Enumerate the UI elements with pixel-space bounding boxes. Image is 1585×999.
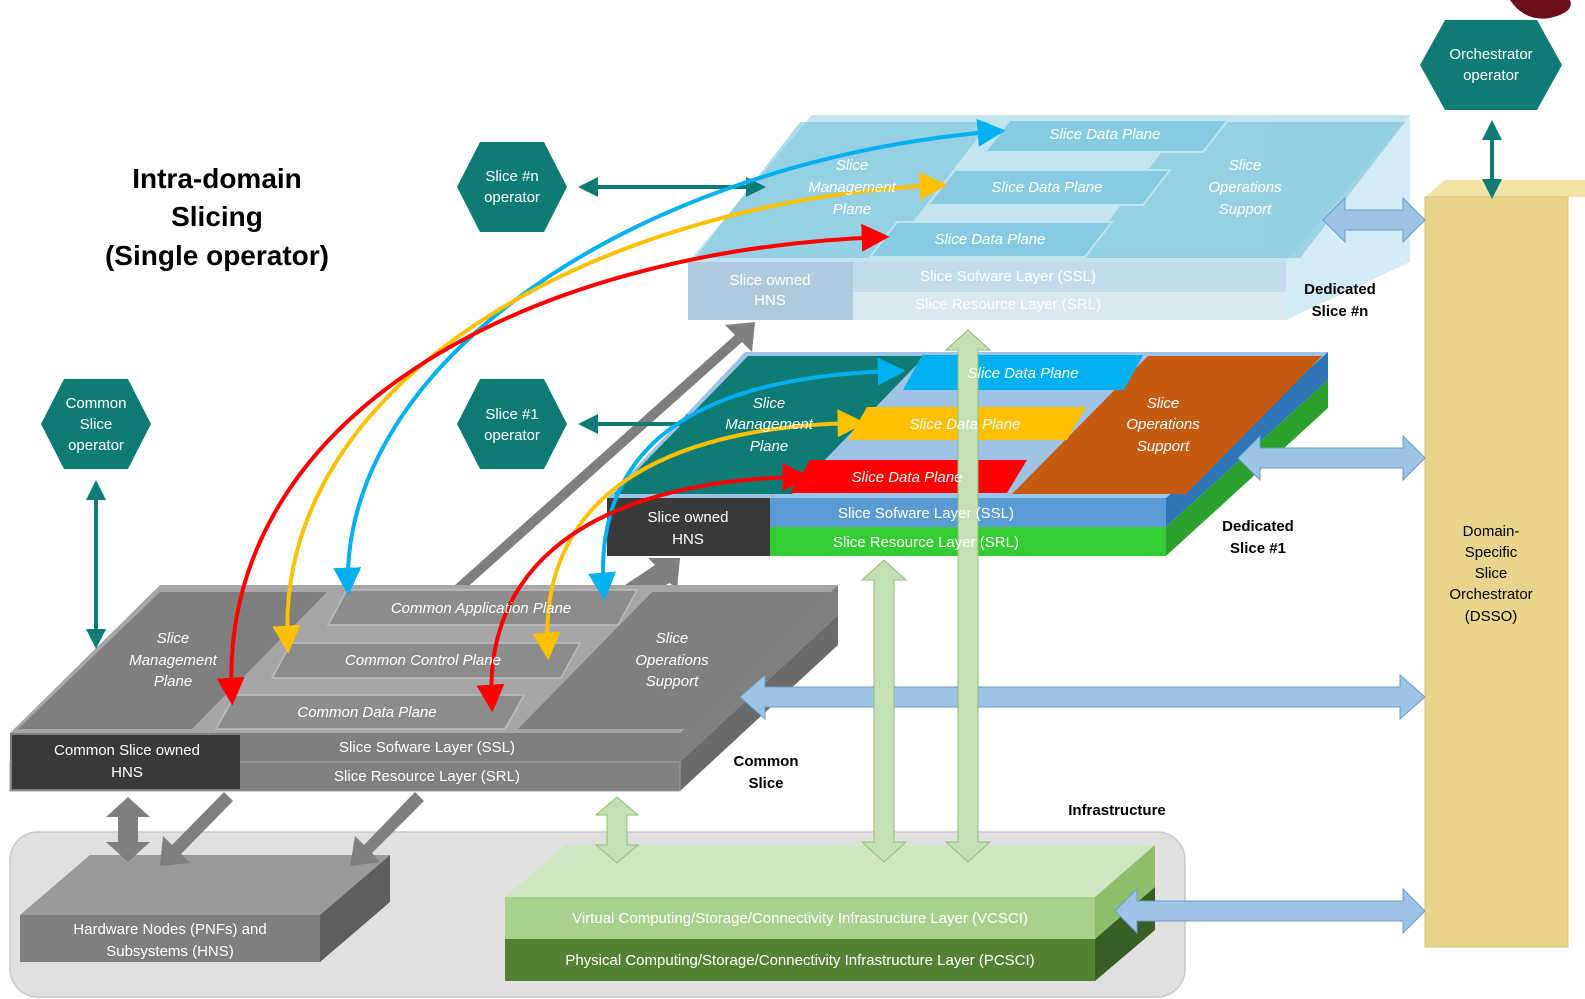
slice-1-label-1: Dedicated (1222, 518, 1294, 535)
infrastructure-label: Infrastructure (1068, 802, 1166, 819)
common-ssl: Slice Sofware Layer (SSL) (339, 739, 515, 756)
dsso-line-2: Specific (1465, 544, 1518, 561)
arrow-dsso-infra (1114, 887, 1426, 935)
dsso-line-3: Slice (1475, 565, 1508, 582)
slice-1-mgmt-line-1: Slice (753, 395, 786, 412)
slice-1-mgmt-line-2: Management (725, 416, 813, 433)
vcsci-label: Virtual Computing/Storage/Connectivity I… (572, 910, 1028, 927)
slice-1-operator-label-1: Slice #1 (485, 406, 538, 423)
hns-box (20, 855, 390, 962)
slice-1-operator-hexagon (457, 379, 567, 469)
common-mgmt-line-2: Management (129, 652, 217, 669)
arrow-dsso-common (739, 673, 1426, 721)
slice-1-ops-line-2: Operations (1126, 416, 1200, 433)
slice-n-operator-label-1: Slice #n (485, 168, 538, 185)
pcsci-label: Physical Computing/Storage/Connectivity … (565, 952, 1034, 969)
red-arrow-slice-1 (476, 463, 811, 713)
slice-n-hns-line-1: Slice owned (730, 272, 811, 289)
slice-n-data-plane-3: Slice Data Plane (935, 231, 1046, 248)
red-arrow-slice-n (216, 223, 890, 706)
gray-arrow-down-1 (160, 792, 233, 866)
dsso-line-5: (DSSO) (1465, 608, 1518, 625)
gray-arrow-down-2 (350, 792, 424, 866)
hns-box-line-2: Subsystems (HNS) (106, 943, 234, 960)
orchestrator-operator-hexagon (1420, 20, 1562, 110)
title-line-2: Slicing (171, 201, 263, 232)
common-mgmt-line-1: Slice (157, 630, 190, 647)
common-operator-hexagon (41, 379, 151, 469)
slice-1-hns-line-1: Slice owned (648, 509, 729, 526)
slice-n-hns-line-2: HNS (754, 292, 786, 309)
slice-1-data-plane-2: Slice Data Plane (910, 416, 1021, 433)
common-ops-line-1: Slice (656, 630, 689, 647)
dsso-line-4: Orchestrator (1449, 586, 1532, 603)
common-ops-line-2: Operations (635, 652, 709, 669)
slice-n-ops-line-1: Slice (1229, 157, 1262, 174)
arrow-infra-slice-1 (860, 559, 908, 863)
common-slice-label-2: Slice (748, 775, 783, 792)
slice-n-mgmt-line-2: Management (808, 179, 896, 196)
slice-1-operator-label-2: operator (484, 427, 540, 444)
slice-n-label-1: Dedicated (1304, 281, 1376, 298)
common-slice-label-1: Common (734, 753, 799, 770)
slice-1-srl: Slice Resource Layer (SRL) (833, 534, 1019, 551)
common-operator-label-3: operator (68, 437, 124, 454)
common-hns-line-1: Common Slice owned (54, 742, 200, 759)
slice-n-data-plane-2: Slice Data Plane (992, 179, 1103, 196)
orchestrator-operator-label-1: Orchestrator (1449, 46, 1532, 63)
common-mgmt-line-3: Plane (154, 673, 192, 690)
common-operator-label-2: Slice (80, 416, 113, 433)
common-srl: Slice Resource Layer (SRL) (334, 768, 520, 785)
common-ops-line-3: Support (646, 673, 699, 690)
common-control-plane: Common Control Plane (345, 652, 501, 669)
slice-1-ops-line-3: Support (1137, 438, 1190, 455)
infrastructure-layers (505, 845, 1155, 981)
slice-n-data-plane-1: Slice Data Plane (1050, 126, 1161, 143)
dsso-column (1424, 180, 1585, 948)
slice-n-ops-line-3: Support (1219, 201, 1272, 218)
dsso-line-1: Domain- (1463, 523, 1520, 540)
slice-1-data-plane-1: Slice Data Plane (968, 365, 1079, 382)
arrow-infra-common (594, 796, 640, 864)
corner-logo (1510, 0, 1571, 19)
slice-1-hns-line-2: HNS (672, 531, 704, 548)
common-application-plane: Common Application Plane (391, 600, 571, 617)
title-line-3: (Single operator) (105, 240, 329, 271)
slice-n-ops-line-2: Operations (1208, 179, 1282, 196)
slice-n-label-2: Slice #n (1312, 303, 1369, 320)
common-operator-label-1: Common (66, 395, 127, 412)
slice-n-operator-label-2: operator (484, 189, 540, 206)
arrow-dsso-slice-n (1322, 196, 1426, 244)
slice-1-data-plane-3: Slice Data Plane (852, 469, 963, 486)
slice-1-mgmt-line-3: Plane (750, 438, 788, 455)
slice-n-operator-hexagon (457, 142, 567, 232)
slice-n-ssl: Slice Sofware Layer (SSL) (920, 268, 1096, 285)
common-data-plane: Common Data Plane (297, 704, 436, 721)
title-line-1: Intra-domain (132, 163, 302, 194)
slice-1-label-2: Slice #1 (1230, 540, 1286, 557)
slice-1-ops-line-1: Slice (1147, 395, 1180, 412)
arrow-common-hns (106, 797, 150, 862)
diagram-title: Intra-domain Slicing (Single operator) (105, 163, 329, 271)
hns-box-line-1: Hardware Nodes (PNFs) and (73, 921, 266, 938)
orchestrator-operator-label-2: operator (1463, 67, 1519, 84)
slice-1-ssl: Slice Sofware Layer (SSL) (838, 505, 1014, 522)
common-hns-line-2: HNS (111, 764, 143, 781)
slice-n-mgmt-line-3: Plane (833, 201, 871, 218)
arrow-dsso-slice-1 (1237, 434, 1426, 482)
slice-n-mgmt-line-1: Slice (836, 157, 869, 174)
slice-n-srl: Slice Resource Layer (SRL) (915, 296, 1101, 313)
